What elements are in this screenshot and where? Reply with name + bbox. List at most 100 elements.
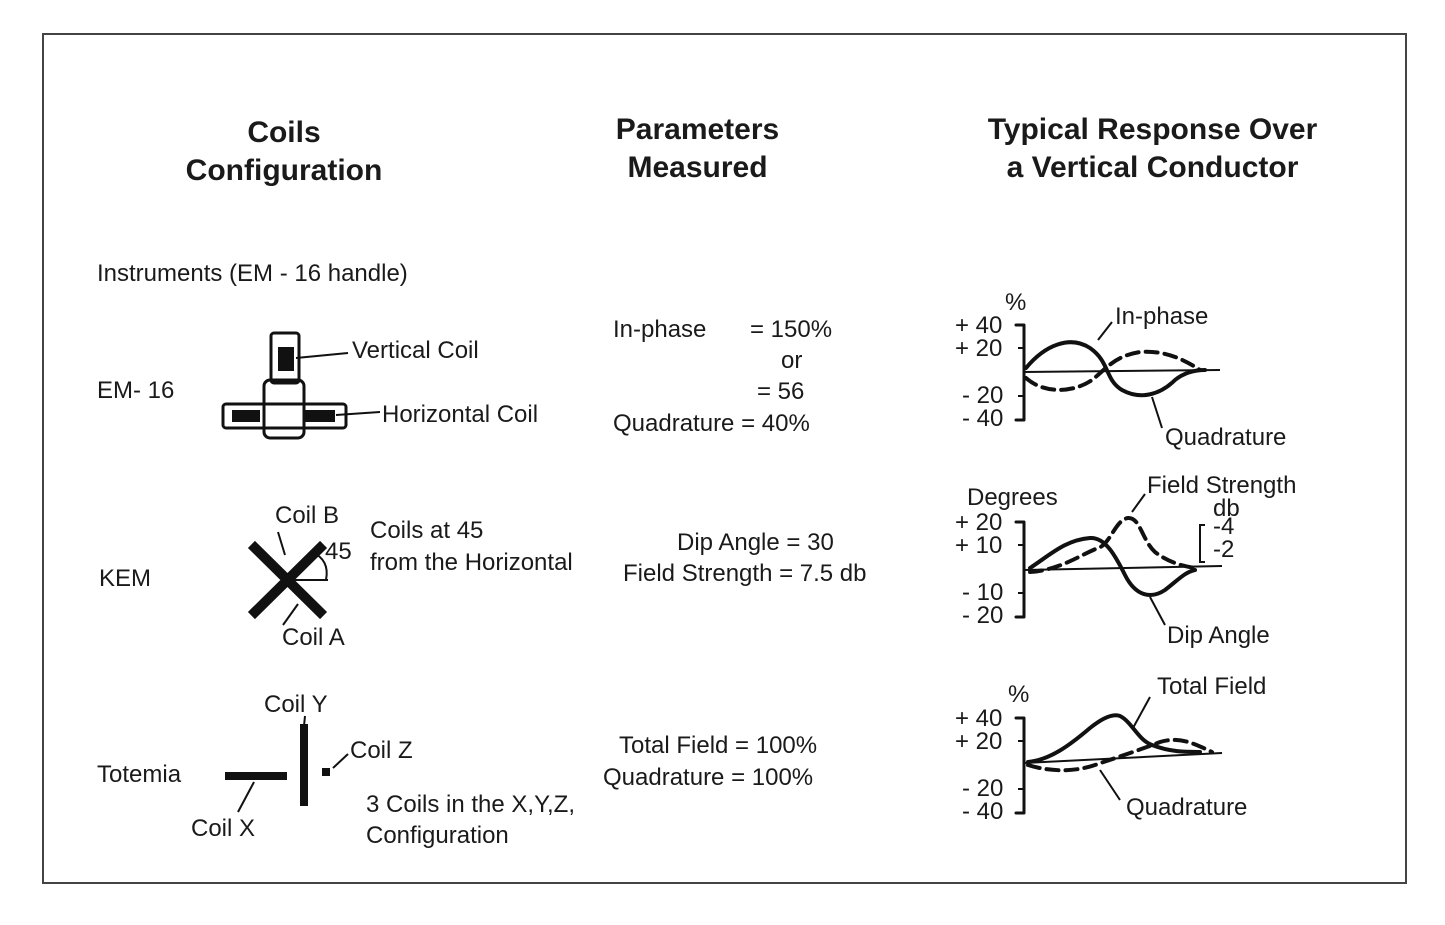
em16-horizontal-coil-housing xyxy=(221,402,348,430)
header-coils-configuration: Coils Configuration xyxy=(170,114,398,190)
graph3-leader-quadrature xyxy=(1099,769,1121,801)
graph3-total-field-curve xyxy=(1026,713,1202,764)
graph2-leader-dip-angle xyxy=(1149,596,1166,626)
em16-instrument-drawing xyxy=(221,331,381,440)
param-inphase-value-alt: = 56 xyxy=(757,378,805,405)
graph2-right-tick: -2 xyxy=(1213,536,1235,563)
label-vertical-coil: Vertical Coil xyxy=(352,337,479,364)
label-coil-b: Coil B xyxy=(275,502,340,529)
label-horizontal-coil: Horizontal Coil xyxy=(382,401,539,428)
graph2-label-dip-angle: Dip Angle xyxy=(1167,622,1270,649)
header-parameters-measured: Parameters Measured xyxy=(590,111,805,187)
em16-leader-vertical xyxy=(295,352,349,359)
graph1-tick: + 20 xyxy=(955,335,1003,362)
label-from-horizontal: from the Horizontal xyxy=(370,549,573,576)
totemia-coil-z-dot xyxy=(322,768,330,776)
header-coils-line2: Configuration xyxy=(185,154,383,187)
header-typical-response: Typical Response Over a Vertical Conduct… xyxy=(955,111,1350,187)
kem-leader-coil-b xyxy=(277,531,286,556)
graph1-quadrature-curve xyxy=(1024,349,1202,392)
graph2-tick: + 20 xyxy=(955,509,1003,536)
graph1-tick: - 20 xyxy=(962,382,1004,409)
graph3-unit: % xyxy=(1008,681,1030,708)
graph3-y-axis xyxy=(1014,716,1026,815)
graph3-tick: - 40 xyxy=(962,798,1004,825)
figure-frame xyxy=(42,33,1407,884)
em16-horizontal-coil-left xyxy=(232,410,260,422)
header-params-line1: Parameters xyxy=(615,113,780,146)
param-field-strength: Field Strength = 7.5 db xyxy=(623,560,867,587)
kem-coil-a-bar xyxy=(247,540,328,620)
instrument-kem: KEM xyxy=(99,565,152,592)
header-response-line2: a Vertical Conductor xyxy=(1006,151,1299,184)
kem-leader-coil-a xyxy=(282,603,299,626)
graph2-unit: Degrees xyxy=(967,484,1058,511)
graph2-response-plot xyxy=(1014,493,1223,626)
totemia-leader-coil-y xyxy=(303,715,306,727)
label-coil-x: Coil X xyxy=(191,815,256,842)
graph1-y-ticks xyxy=(1018,347,1024,397)
graph3-quadrature-curve xyxy=(1026,737,1214,773)
totemia-coil-x-bar xyxy=(225,772,287,780)
em16-handle-body xyxy=(262,378,306,440)
label-coil-a: Coil A xyxy=(282,624,345,651)
graph1-response-plot xyxy=(1014,321,1221,429)
label-angle-45: 45 xyxy=(325,538,352,565)
graph1-leader-quadrature xyxy=(1151,396,1163,429)
graph1-baseline xyxy=(1023,369,1221,373)
graph2-right-axis xyxy=(1199,524,1205,563)
em16-leader-horizontal xyxy=(335,411,381,416)
graph2-dip-angle-curve xyxy=(1028,536,1197,597)
graph3-baseline xyxy=(1023,752,1223,764)
graph1-tick: + 40 xyxy=(955,312,1003,339)
param-inphase-label: In-phase xyxy=(613,316,707,343)
kem-angle-arc xyxy=(311,551,328,581)
label-configuration: Configuration xyxy=(366,822,509,849)
label-3-coils: 3 Coils in the X,Y,Z, xyxy=(366,791,575,818)
graph3-tick: + 20 xyxy=(955,728,1003,755)
param-quadrature: Quadrature = 40% xyxy=(613,410,810,437)
graph1-label-inphase: In-phase xyxy=(1115,303,1209,330)
graph2-field-strength-curve xyxy=(1028,516,1197,574)
em16-vertical-coil xyxy=(278,347,294,371)
instrument-totemia: Totemia xyxy=(97,761,182,788)
graph1-inphase-curve xyxy=(1024,340,1207,398)
graph2-right-unit: db xyxy=(1213,495,1240,522)
graph2-y-axis xyxy=(1014,520,1026,619)
param-total-field: Total Field = 100% xyxy=(619,732,818,759)
header-response-line1: Typical Response Over xyxy=(987,113,1318,146)
kem-coils-drawing xyxy=(247,531,328,626)
graph3-y-ticks xyxy=(1018,740,1024,790)
param-or: or xyxy=(781,347,803,374)
graph2-label-field-strength: Field Strength xyxy=(1147,472,1297,499)
graph3-label-total-field: Total Field xyxy=(1157,673,1267,700)
graph1-tick: - 40 xyxy=(962,405,1004,432)
label-coils-at-45: Coils at 45 xyxy=(370,517,484,544)
instrument-em16: EM- 16 xyxy=(97,377,175,404)
graph3-response-plot xyxy=(1014,696,1223,815)
graph2-leader-field-strength xyxy=(1131,493,1146,513)
em16-horizontal-coil-right xyxy=(305,410,335,422)
totemia-coil-y-bar xyxy=(300,724,308,806)
graph1-y-axis xyxy=(1014,323,1026,422)
totemia-coils-drawing xyxy=(225,715,349,813)
graph1-unit: % xyxy=(1005,289,1027,316)
graph3-leader-total-field xyxy=(1132,696,1151,729)
param-quadrature-totemia: Quadrature = 100% xyxy=(603,764,814,791)
param-dip-angle: Dip Angle = 30 xyxy=(677,529,834,556)
graph2-tick: - 20 xyxy=(962,602,1004,629)
graph3-tick: + 40 xyxy=(955,705,1003,732)
graph3-tick: - 20 xyxy=(962,775,1004,802)
header-coils-line1: Coils xyxy=(247,116,321,149)
graph2-right-tick: -4 xyxy=(1213,513,1235,540)
label-coil-y: Coil Y xyxy=(264,691,328,718)
graph2-tick: + 10 xyxy=(955,532,1003,559)
graph1-leader-inphase xyxy=(1097,321,1113,341)
graph3-label-quadrature: Quadrature xyxy=(1126,794,1248,821)
totemia-leader-coil-x xyxy=(237,781,255,813)
header-params-line2: Measured xyxy=(627,151,768,184)
graph2-y-ticks xyxy=(1018,544,1024,594)
param-inphase-value: = 150% xyxy=(750,316,833,343)
graph2-tick: - 10 xyxy=(962,579,1004,606)
